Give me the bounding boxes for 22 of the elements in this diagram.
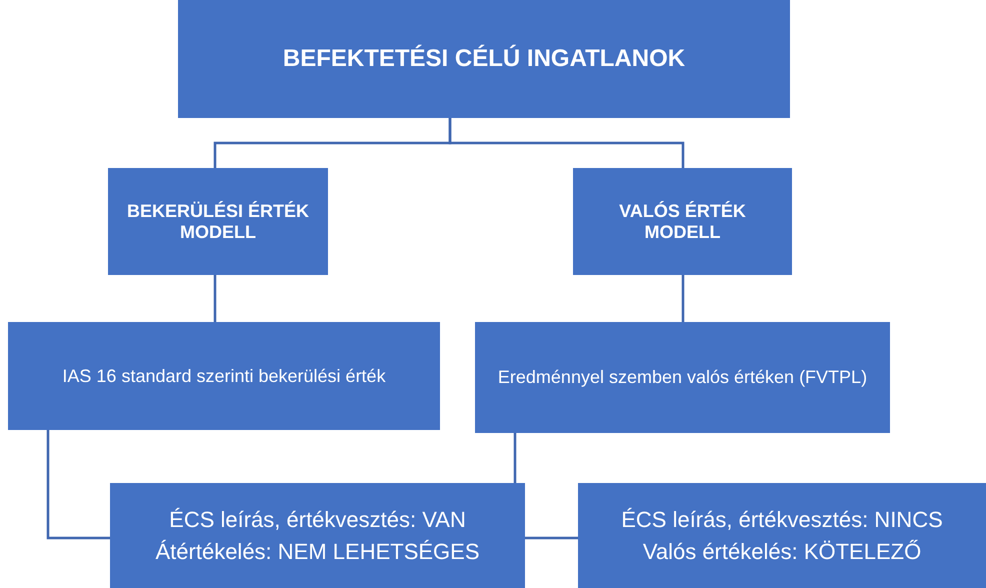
box-text: Valós értékelés: KÖTELEZŐ xyxy=(642,538,922,564)
box-text: Eredménnyel szemben valós értéken (FVTPL) xyxy=(498,367,868,388)
box-text: BEKERÜLÉSI ÉRTÉK MODELL xyxy=(126,200,310,242)
process-box xyxy=(110,483,525,588)
process-box xyxy=(475,322,890,433)
process-box xyxy=(578,483,986,588)
box-text: Átértékelés: NEM LEHETSÉGES xyxy=(156,538,480,564)
connector-line xyxy=(214,275,216,322)
process-box xyxy=(573,168,792,275)
connector-line xyxy=(448,118,684,168)
connector-line xyxy=(682,275,684,322)
box-text: ÉCS leírás, értékvesztés: VAN xyxy=(169,506,466,532)
box-text: IAS 16 standard szerinti bekerülési érték xyxy=(62,366,386,386)
process-box xyxy=(108,168,328,275)
box-text: BEFEKTETÉSI CÉLÚ INGATLANOK xyxy=(282,45,686,73)
process-box xyxy=(8,322,440,430)
box-text: ÉCS leírás, értékvesztés: NINCS xyxy=(621,506,943,532)
process-box xyxy=(178,0,790,118)
connector-line xyxy=(46,430,110,540)
connector-line xyxy=(525,536,578,540)
connector-line xyxy=(514,433,516,483)
box-text: VALÓS ÉRTÉK MODELL xyxy=(618,200,747,242)
